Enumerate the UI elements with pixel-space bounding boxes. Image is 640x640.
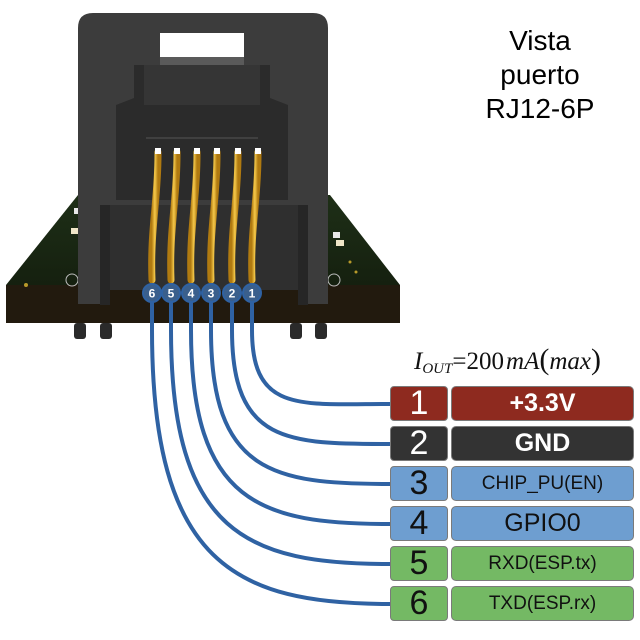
pin-marker: 1 (242, 283, 262, 303)
pin-marker-circle (222, 283, 242, 303)
current-qualifier: max (549, 348, 592, 375)
gold-contact (248, 148, 262, 284)
current-subscript: OUT (422, 361, 453, 377)
via (354, 270, 358, 274)
current-value: 200 (466, 348, 504, 375)
housing-side-left (100, 205, 110, 305)
current-limit-note: IOUT=200 mA(max) (414, 343, 601, 378)
pin-row: 5 RXD(ESP.tx) (390, 544, 634, 583)
smd-component (336, 240, 344, 246)
gold-contacts (148, 148, 262, 284)
gold-contact (148, 148, 162, 284)
via (348, 260, 352, 264)
pin-row: 1 +3.3V (390, 384, 634, 423)
pin-marker: 6 (142, 283, 162, 303)
pin-marker: 4 (181, 283, 201, 303)
wire (250, 293, 391, 407)
pin-signal: RXD(ESP.tx) (451, 546, 634, 581)
pin-marker: 2 (222, 283, 242, 303)
pin-number: 6 (390, 584, 448, 622)
pin-row: 4 GPIO0 (390, 504, 634, 543)
via (24, 283, 28, 287)
pin-number: 4 (390, 504, 448, 542)
title-line: Vista (509, 25, 571, 56)
pin-marker-label: 4 (188, 287, 195, 301)
latch-lip (160, 57, 244, 65)
pin-marker-circle (181, 283, 201, 303)
equals-sign: = (452, 348, 467, 375)
mount-leg (315, 323, 327, 339)
pin-marker-circle (201, 283, 221, 303)
pin-marker-label: 6 (149, 287, 156, 301)
port-lower-block (106, 205, 298, 290)
pin-signal: GPIO0 (451, 506, 634, 541)
pin-marker-label: 3 (208, 287, 215, 301)
gold-contact (207, 148, 221, 284)
wire (169, 293, 391, 566)
smd-component (333, 232, 340, 238)
smd-component (71, 228, 79, 234)
pin-signal: GND (451, 426, 634, 461)
pin-marker-label: 1 (249, 287, 256, 301)
gold-contact (167, 148, 181, 284)
contact-slot (214, 148, 220, 154)
pin-number: 5 (390, 544, 448, 582)
pin-signal: TXD(ESP.rx) (451, 586, 634, 621)
pin-signal: +3.3V (451, 386, 634, 421)
mount-leg (290, 323, 302, 339)
wire (189, 293, 391, 526)
wire (209, 293, 391, 486)
pin-marker-label: 5 (168, 287, 175, 301)
pin-marker-circle (161, 283, 181, 303)
gold-contact (228, 148, 242, 284)
contact-slot (194, 148, 200, 154)
rj12-housing (78, 13, 328, 305)
pin-marker-circle (242, 283, 262, 303)
pin-marker-label: 2 (229, 287, 236, 301)
mount-leg (74, 323, 86, 339)
pin-number: 3 (390, 464, 448, 502)
current-symbol: I (414, 348, 423, 375)
open-paren: ( (539, 343, 550, 376)
pinout-table: 1 +3.3V 2 GND 3 CHIP_PU(EN) 4 GPIO0 5 RX… (390, 384, 634, 626)
gold-contact (187, 148, 201, 284)
pin-row: 2 GND (390, 424, 634, 463)
wire (150, 293, 391, 606)
current-unit: mA (506, 348, 540, 375)
title-line: puerto (500, 59, 580, 90)
port-inner-top (144, 65, 260, 105)
wire (230, 293, 391, 446)
pin-number: 1 (390, 384, 448, 422)
pin-row: 6 TXD(ESP.rx) (390, 584, 634, 623)
contact-slot (255, 148, 261, 154)
close-paren: ) (591, 343, 602, 376)
mount-leg (100, 323, 112, 339)
wires (150, 293, 391, 606)
contact-slot (174, 148, 180, 154)
pin-row: 3 CHIP_PU(EN) (390, 464, 634, 503)
pin-number: 2 (390, 424, 448, 462)
pin-signal: CHIP_PU(EN) (451, 466, 634, 501)
pin-marker: 3 (201, 283, 221, 303)
contact-slot (155, 148, 161, 154)
housing-side-right (298, 205, 308, 305)
pin-marker: 5 (161, 283, 181, 303)
diagram-title: Vista puerto RJ12-6P (470, 24, 610, 126)
title-line: RJ12-6P (485, 93, 595, 124)
contact-slot (235, 148, 241, 154)
smd-component (74, 208, 81, 214)
